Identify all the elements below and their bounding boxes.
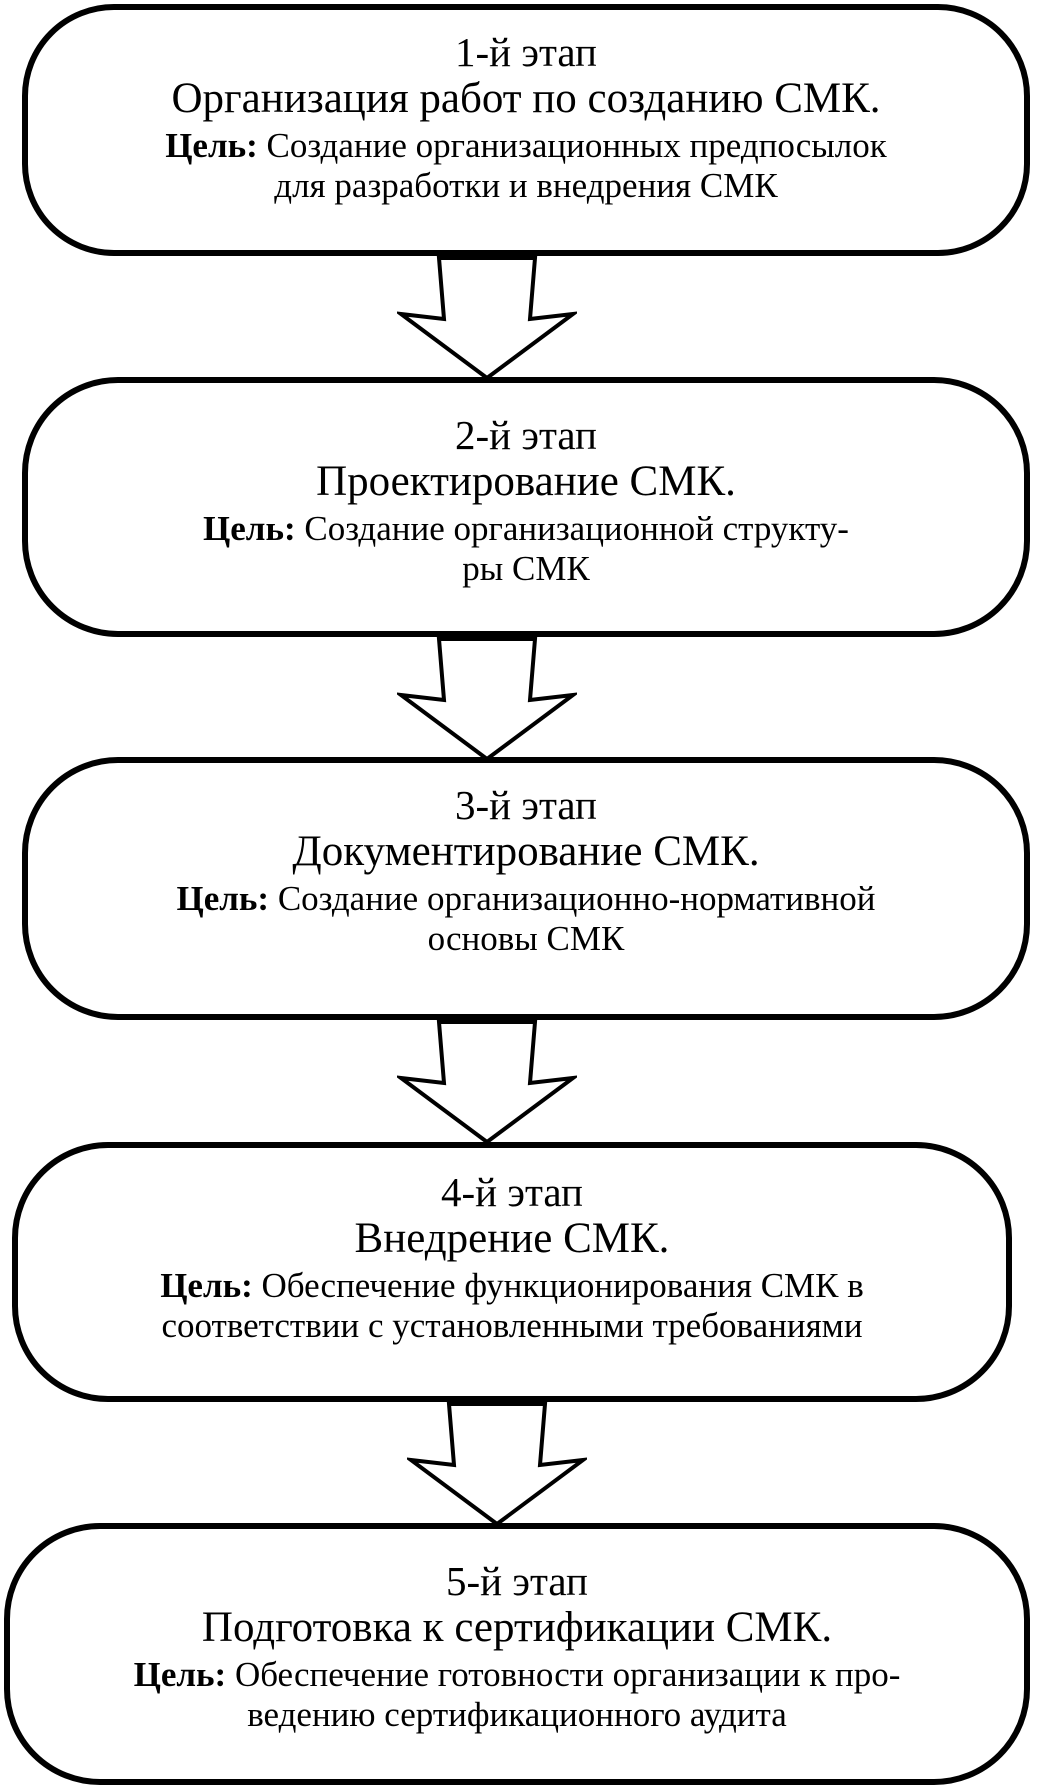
stage-4-box: 4-й этап Внедрение СМК. Цель: Обеспечени… bbox=[12, 1142, 1012, 1402]
stage-3-goal: Цель: Создание организационно-нормативно… bbox=[28, 879, 1024, 959]
stage-1-title: Организация работ по созданию СМК. bbox=[171, 75, 881, 122]
stage-5-title: Подготовка к сертификации СМК. bbox=[201, 1604, 833, 1651]
arrow-4-to-5 bbox=[407, 1402, 587, 1532]
stage-1-goal: Цель: Создание организационных предпосыл… bbox=[28, 126, 1024, 206]
goal-label: Цель: bbox=[160, 1266, 253, 1305]
stage-2-number: 2-й этап bbox=[455, 412, 597, 458]
stage-3-box: 3-й этап Документирование СМК. Цель: Соз… bbox=[22, 757, 1030, 1020]
stage-2-title: Проектирование СМК. bbox=[316, 458, 736, 505]
stage-2-goal-line-1: Создание организационной структу- bbox=[304, 509, 849, 548]
stage-5-goal: Цель: Обеспечение готовности организации… bbox=[10, 1655, 1024, 1735]
stage-1-goal-line-2: для разработки и внедрения СМК bbox=[274, 166, 778, 205]
stage-4-title: Внедрение СМК. bbox=[354, 1215, 670, 1262]
arrow-3-to-4 bbox=[397, 1020, 577, 1150]
stage-2-box: 2-й этап Проектирование СМК. Цель: Созда… bbox=[22, 377, 1030, 637]
stage-1-box: 1-й этап Организация работ по созданию С… bbox=[22, 4, 1030, 256]
stage-3-goal-line-1: Создание организационно-нормативной bbox=[277, 879, 876, 918]
arrow-1-to-2 bbox=[397, 256, 577, 386]
goal-label: Цель: bbox=[176, 879, 270, 918]
goal-label: Цель: bbox=[133, 1655, 227, 1694]
stage-4-goal-line-2: соответствии с установленными требования… bbox=[161, 1306, 863, 1345]
goal-label: Цель: bbox=[203, 509, 296, 548]
stage-2-goal-line-2: ры СМК bbox=[462, 549, 590, 588]
stage-1-number: 1-й этап bbox=[455, 29, 597, 75]
stage-5-number: 5-й этап bbox=[446, 1558, 588, 1604]
stage-4-number: 4-й этап bbox=[441, 1169, 583, 1215]
goal-label: Цель: bbox=[165, 126, 258, 165]
stage-5-goal-line-1: Обеспечение готовности организации к про… bbox=[234, 1655, 901, 1694]
stage-4-goal: Цель: Обеспечение функционирования СМК в… bbox=[18, 1266, 1006, 1346]
stage-3-title: Документирование СМК. bbox=[292, 828, 760, 875]
stage-1-goal-line-1: Создание организационных предпосылок bbox=[266, 126, 887, 165]
stage-5-box: 5-й этап Подготовка к сертификации СМК. … bbox=[4, 1523, 1030, 1785]
stage-3-goal-line-2: основы СМК bbox=[427, 919, 625, 958]
stage-3-number: 3-й этап bbox=[455, 782, 597, 828]
stage-4-goal-line-1: Обеспечение функционирования СМК в bbox=[261, 1266, 864, 1305]
arrow-2-to-3 bbox=[397, 637, 577, 767]
stage-2-goal: Цель: Создание организационной структу- … bbox=[28, 509, 1024, 589]
stage-5-goal-line-2: ведению сертификационного аудита bbox=[247, 1695, 787, 1734]
